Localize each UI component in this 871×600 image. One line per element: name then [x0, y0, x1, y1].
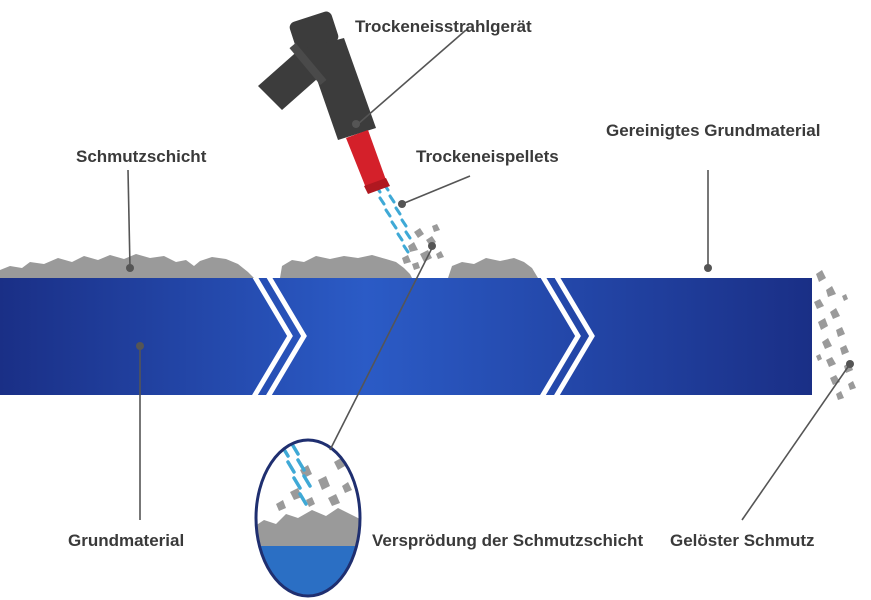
leader-lines [127, 29, 851, 521]
label-pellets: Trockeneispellets [416, 147, 559, 166]
label-device: Trockeneisstrahlgerät [355, 17, 532, 36]
impact-debris [402, 224, 444, 270]
label-dirt-layer: Schmutzschicht [76, 147, 207, 166]
magnified-embrittlement-view [254, 438, 362, 598]
loosened-dirt-particles [814, 270, 856, 400]
pellet-stream [374, 182, 412, 254]
chevron-right [537, 270, 595, 402]
dirt-layer-right [448, 258, 538, 278]
label-embrittlement: Versprödung der Schmutzschicht [372, 531, 643, 550]
dry-ice-blaster-device [258, 11, 390, 194]
chevron-left [249, 270, 307, 402]
label-loosened-dirt: Gelöster Schmutz [670, 531, 815, 550]
label-cleaned-base: Gereinigtes Grundmaterial [606, 121, 820, 140]
leader-dots [126, 120, 854, 368]
dirt-layer-middle [280, 255, 412, 278]
label-base-material: Grundmaterial [68, 531, 184, 550]
base-material-bar [0, 278, 812, 395]
